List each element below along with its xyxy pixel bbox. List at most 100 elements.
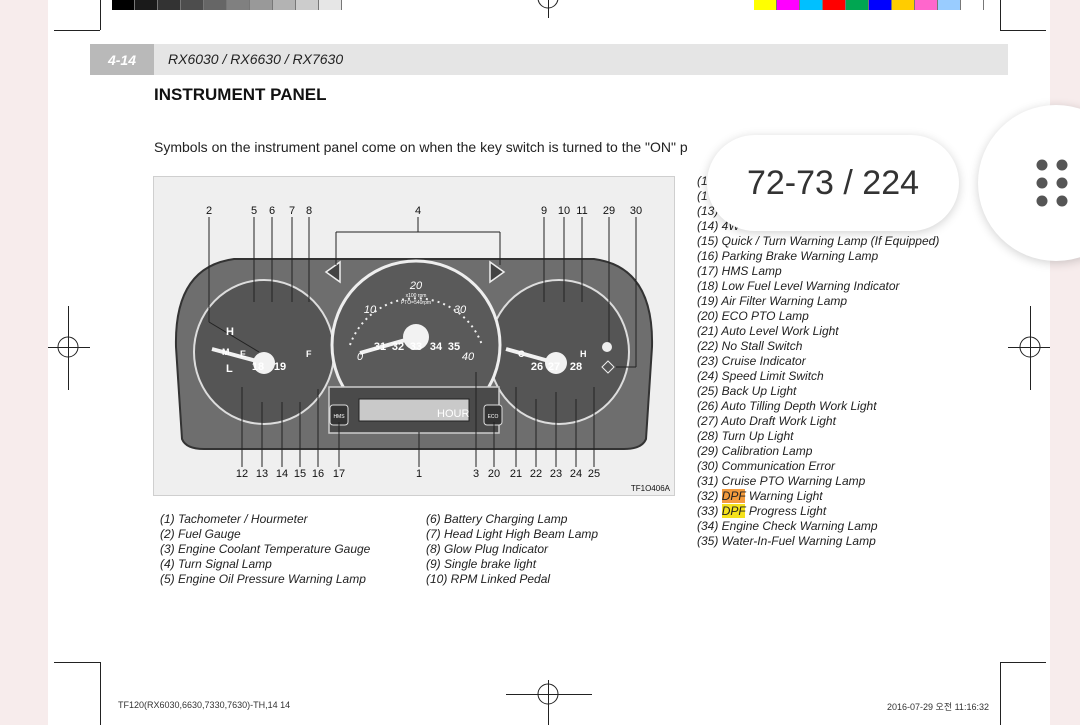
callout-leaders [208, 217, 637, 467]
color-swatch [135, 0, 158, 10]
legend-item: (22) No Stall Switch [697, 339, 803, 353]
callout-2: 2 [206, 205, 212, 217]
crop-mark [1008, 347, 1050, 348]
inner-number-31: 31 [374, 341, 386, 353]
legend-item: (5) Engine Oil Pressure Warning Lamp [160, 572, 366, 586]
callout-9: 9 [541, 205, 547, 217]
tach-label-0: 0 [357, 351, 364, 363]
legend-item: (1 [697, 189, 708, 203]
callout-16: 16 [312, 468, 324, 480]
callout-3: 3 [473, 468, 479, 480]
legend-item: (35) Water-In-Fuel Warning Lamp [697, 534, 876, 548]
model-title: RX6030 / RX6630 / RX7630 [168, 51, 344, 67]
inner-number-27: 27 [548, 361, 560, 373]
legend-item: (18) Low Fuel Level Warning Indicator [697, 279, 900, 293]
crop-mark [100, 662, 101, 725]
color-swatch [204, 0, 227, 10]
header-band [90, 44, 1008, 75]
legend-item: (4) Turn Signal Lamp [160, 557, 272, 571]
callout-7: 7 [289, 205, 295, 217]
callout-12: 12 [236, 468, 248, 480]
legend-item: (30) Communication Error [697, 459, 836, 473]
callout-14: 14 [276, 468, 288, 480]
crop-mark [1000, 662, 1046, 663]
callout-17: 17 [333, 468, 345, 480]
legend-item: (3) Engine Coolant Temperature Gauge [160, 542, 371, 556]
legend-right-column: (1(1(13)(14) 4W (15) Quick / Turn Warnin… [697, 174, 939, 549]
color-swatch [869, 0, 892, 10]
legend-item: (33) DPF Progress Light [697, 504, 827, 518]
color-swatch [823, 0, 846, 10]
registration-marks [57, 0, 1041, 705]
legend-item: (9) Single brake light [426, 557, 537, 571]
legend-item: (19) Air Filter Warning Lamp [697, 294, 848, 308]
legend-item: (6) Battery Charging Lamp [426, 512, 568, 526]
legend-item: (25) Back Up Light [697, 384, 797, 398]
inner-number-19: 19 [274, 361, 286, 373]
legend-item: (10) RPM Linked Pedal [426, 572, 551, 586]
callout-10: 10 [558, 205, 570, 217]
instrument-panel-diagram: 2 5 6 7 8 4 9 10 11 29 30 12 13 14 15 16… [153, 176, 675, 496]
color-swatch [892, 0, 915, 10]
color-swatch [250, 0, 273, 10]
color-swatch [754, 0, 777, 10]
crop-mark [548, 0, 549, 18]
figure-id: TF1O406A [631, 484, 671, 493]
callout-21: 21 [510, 468, 522, 480]
callout-8: 8 [306, 205, 312, 217]
legend-item: (32) DPF Warning Light [697, 489, 823, 503]
page-counter[interactable]: 72-73 / 224 [707, 135, 959, 231]
gauge-letter-f: F [306, 349, 312, 359]
color-swatch [961, 0, 984, 10]
tach-label-40: 40 [462, 351, 475, 363]
gauge-letter-h: H [226, 326, 234, 338]
callout-29: 29 [603, 205, 615, 217]
legend-item: (7) Head Light High Beam Lamp [426, 527, 599, 541]
color-swatch [319, 0, 342, 10]
grid-dots-icon [1036, 159, 1068, 207]
page-number: 4-14 [90, 44, 154, 75]
calibration-lamp-icon [602, 342, 612, 352]
callout-4: 4 [415, 205, 421, 217]
color-calibration-bar [754, 0, 984, 10]
tach-needle [359, 335, 417, 355]
crop-mark [68, 306, 69, 390]
color-swatch [938, 0, 961, 10]
gauge-letter-c: C [518, 349, 525, 359]
color-swatch [777, 0, 800, 10]
callout-25: 25 [588, 468, 600, 480]
document-page: 4-14 RX6030 / RX6630 / RX7630 INSTRUMENT… [48, 0, 1050, 725]
color-swatch [273, 0, 296, 10]
lcd-hour-label: HOUR [437, 408, 469, 420]
right-turn-arrow-icon [489, 260, 506, 284]
color-swatch [915, 0, 938, 10]
gauge-letter-h2: H [580, 349, 587, 359]
gauge-letter-l: L [226, 363, 233, 375]
callout-20: 20 [488, 468, 500, 480]
crop-mark [54, 662, 100, 663]
instrument-panel-illustration: 2 5 6 7 8 4 9 10 11 29 30 12 13 14 15 16… [174, 205, 671, 493]
callout-1: 1 [416, 468, 422, 480]
callout-6: 6 [269, 205, 275, 217]
tach-unit: x100 rpm [406, 293, 427, 299]
footer-left: TF120(RX6030,6630,7330,7630)-TH,14 14 [118, 700, 291, 710]
callout-24: 24 [570, 468, 582, 480]
legend-item: (1) Tachometer / Hourmeter [160, 512, 308, 526]
crop-mark [1000, 30, 1046, 31]
tach-ticks [349, 297, 483, 346]
legend-item: (24) Speed Limit Switch [697, 369, 824, 383]
callout-11: 11 [576, 205, 587, 217]
tach-label-10: 10 [364, 304, 377, 316]
gauge-letter-m: M [222, 347, 230, 357]
tach-label-20: 20 [409, 280, 423, 292]
tach-pto-label: PTO=540rpm [401, 300, 431, 306]
legend-item: (28) Turn Up Light [697, 429, 794, 443]
inner-number-28: 28 [570, 361, 582, 373]
color-swatch [181, 0, 204, 10]
color-swatch [296, 0, 319, 10]
inner-number-33: 33 [410, 341, 422, 353]
callout-5: 5 [251, 205, 257, 217]
tach-label-30: 30 [454, 304, 467, 316]
intro-text: Symbols on the instrument panel come on … [154, 139, 688, 155]
legend-item: (2) Fuel Gauge [160, 527, 241, 541]
